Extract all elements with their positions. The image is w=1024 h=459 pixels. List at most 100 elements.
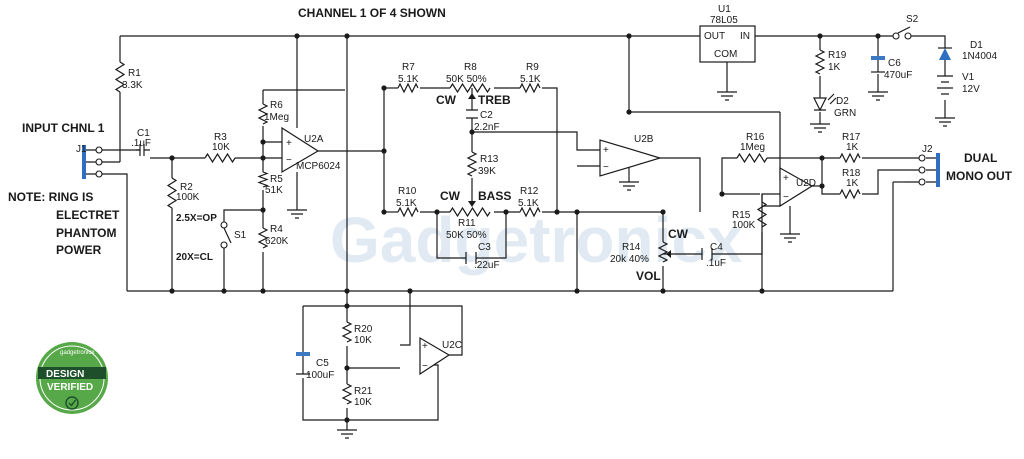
label-label: − [422, 361, 428, 372]
label-r13-val: 39K [478, 166, 496, 177]
label-r20-ref: R20 [354, 324, 373, 335]
resistor-r3 [204, 152, 236, 164]
label-r19-val: 1K [828, 62, 841, 73]
label-label: − [603, 162, 609, 173]
label-v1-ref: V1 [962, 72, 975, 83]
label-r6-ref: R6 [270, 100, 283, 111]
note-line-4: POWER [56, 243, 102, 257]
label-r20-val: 10K [354, 335, 372, 346]
resistor-r13 [466, 151, 478, 177]
label-c5-val: 100uF [306, 370, 334, 381]
label-u1-in: IN [740, 31, 750, 42]
label-r9-val: 5.1K [520, 74, 541, 85]
label-label: + [603, 145, 609, 156]
label-s1: S1 [234, 230, 247, 241]
output-label-2: MONO OUT [946, 169, 1013, 183]
label-s2: S2 [906, 14, 919, 25]
label-c4-ref: C4 [710, 242, 723, 253]
label-d2-ref: D2 [836, 96, 849, 107]
resistor-r10 [397, 206, 419, 218]
jack-j1 [82, 145, 103, 179]
label-r9-ref: R9 [526, 62, 539, 73]
label-d1-val: 1N4004 [962, 51, 997, 62]
resistor-r21 [341, 383, 353, 405]
label-r16-val: 1Meg [740, 142, 765, 153]
resistor-r14 [657, 241, 669, 263]
label-labels-gain_op: 2.5X=OP [176, 213, 217, 224]
resistor-r2 [166, 177, 178, 209]
label-c3-ref: C3 [478, 242, 491, 253]
label-u1-part: 78L05 [710, 15, 738, 26]
jack-j2 [905, 153, 940, 187]
capacitor-c2 [466, 109, 478, 119]
label-r1-val: 3.3K [122, 80, 143, 91]
label-labels-vol: VOL [636, 269, 661, 283]
resistor-r6 [257, 103, 269, 125]
label-r4-ref: R4 [270, 224, 283, 235]
note-line-1: NOTE: RING IS [8, 190, 93, 204]
text-labels: CHANNEL 1 OF 4 SHOWN INPUT CHNL 1 NOTE: … [8, 4, 1013, 408]
resistor-r19 [814, 49, 826, 75]
regulator-u1 [699, 25, 756, 63]
label-r21-val: 10K [354, 397, 372, 408]
label-labels-treb: TREB [478, 93, 511, 107]
label-labels-cw1: CW [436, 93, 457, 107]
label-r15-val: 100K [732, 220, 756, 231]
label-badge-line1: DESIGN [46, 369, 84, 380]
label-r12-ref: R12 [520, 186, 539, 197]
capacitor-c4 [701, 248, 713, 260]
label-u2c: U2C [442, 340, 462, 351]
label-d1-ref: D1 [970, 40, 983, 51]
label-r6-val: 1Meg [264, 112, 289, 123]
label-r1-ref: R1 [128, 68, 141, 79]
label-r10-ref: R10 [398, 186, 417, 197]
label-r17-val: 1K [846, 142, 859, 153]
label-badge-brand: gadgetronicx [60, 350, 94, 356]
label-u1-ref: U1 [718, 4, 731, 15]
label-c1-ref: C1 [137, 128, 150, 139]
label-c2-val: 2.2nF [474, 122, 500, 133]
diode-d1 [938, 47, 952, 60]
label-labels-cw2: CW [440, 189, 461, 203]
switch-s2 [892, 26, 912, 40]
label-r14-ref: R14 [622, 242, 641, 253]
note-line-2: ELECTRET [56, 208, 120, 222]
label-r21-ref: R21 [354, 386, 373, 397]
label-labels-bass: BASS [478, 189, 511, 203]
label-label: + [783, 173, 789, 184]
label-label: + [422, 341, 428, 352]
resistor-r4 [257, 227, 269, 249]
label-c6-ref: C6 [888, 58, 901, 69]
label-r10-val: 5.1K [396, 198, 417, 209]
opamp-u2c: +− [419, 336, 451, 376]
label-label: − [286, 155, 292, 166]
label-c6-val: 470uF [884, 70, 912, 81]
label-labels-cw3: CW [668, 227, 689, 241]
opamp-u2a: +− [281, 126, 320, 174]
ref-j1: J1 [76, 144, 87, 155]
resistor-r15 [756, 201, 768, 228]
capacitors [136, 56, 885, 375]
label-r7-ref: R7 [402, 62, 415, 73]
capacitor-c1 [136, 144, 150, 156]
resistor-r16 [736, 152, 768, 164]
label-r8-val: 50K 50% [446, 74, 487, 85]
input-label: INPUT CHNL 1 [22, 121, 105, 135]
resistor-r8 [449, 82, 491, 94]
note-line-3: PHANTOM [56, 226, 116, 240]
resistor-r12 [519, 206, 541, 218]
resistor-r18 [839, 188, 861, 200]
diagram-title: CHANNEL 1 OF 4 SHOWN [298, 6, 446, 20]
label-r18-ref: R18 [842, 168, 861, 179]
label-r17-ref: R17 [842, 132, 861, 143]
label-r13-ref: R13 [480, 154, 499, 165]
label-c3-val: .22uF [474, 260, 500, 271]
capacitor-c3 [465, 252, 477, 264]
watermark: Gadgetronicx [330, 204, 743, 276]
resistors [114, 49, 861, 405]
label-r19-ref: R19 [828, 50, 847, 61]
label-r8-ref: R8 [464, 62, 477, 73]
label-u1-out: OUT [704, 31, 725, 42]
led-d2 [813, 93, 837, 112]
capacitor-c5 [296, 352, 310, 356]
